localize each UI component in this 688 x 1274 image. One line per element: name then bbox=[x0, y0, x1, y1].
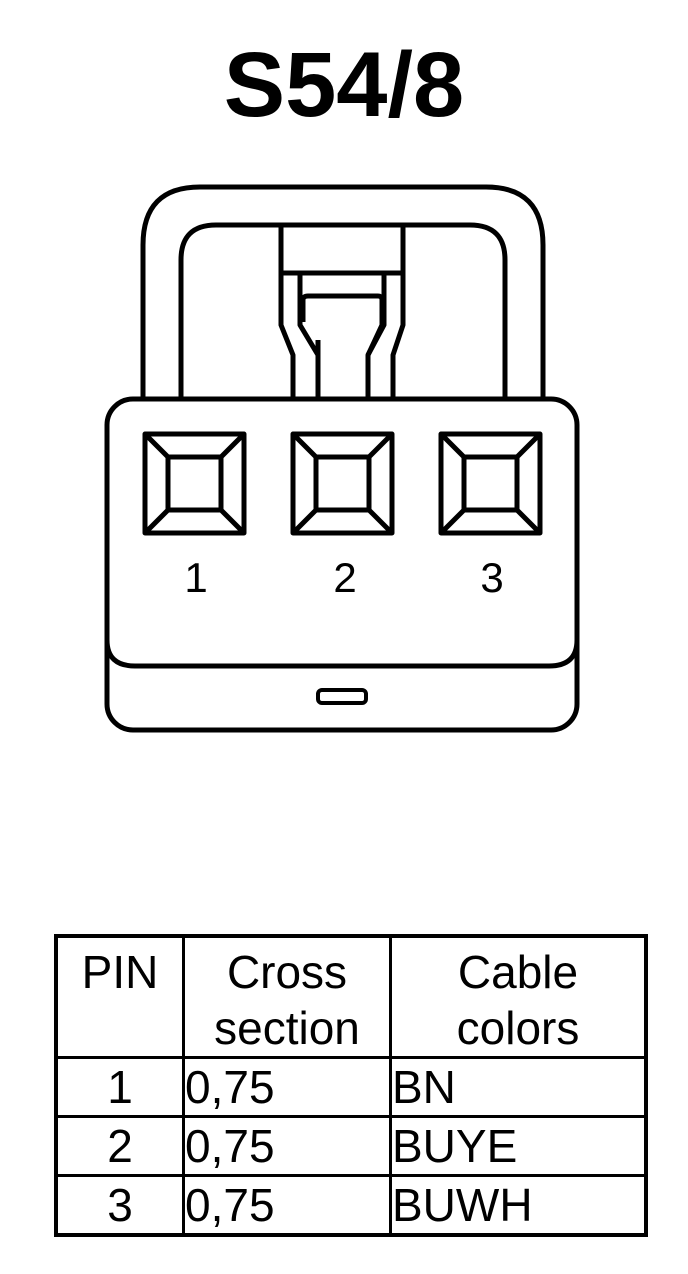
pin-cavity-3 bbox=[438, 431, 543, 536]
latch-frame-outer bbox=[140, 184, 546, 400]
pin-label-1: 1 bbox=[184, 554, 207, 601]
latch-frame-inner bbox=[178, 222, 508, 400]
cell-cross-section: 0,75 bbox=[182, 1056, 392, 1118]
header-cable-colors: Cable colors bbox=[389, 934, 648, 1059]
cell-cable-color: BN bbox=[389, 1056, 648, 1118]
pin-label-2: 2 bbox=[333, 554, 356, 601]
table-header-row: PIN Cross section Cable colors bbox=[54, 934, 648, 1059]
locking-slot bbox=[316, 688, 368, 705]
cell-cross-section: 0,75 bbox=[182, 1174, 392, 1237]
header-pin: PIN bbox=[54, 934, 185, 1059]
connector-title: S54/8 bbox=[223, 34, 465, 136]
cell-pin: 2 bbox=[54, 1115, 185, 1177]
table-row: 1 0,75 BN bbox=[54, 1056, 648, 1118]
table-row: 2 0,75 BUYE bbox=[54, 1115, 648, 1177]
cell-pin: 1 bbox=[54, 1056, 185, 1118]
header-cable-colors-line-2: colors bbox=[456, 1002, 580, 1054]
connector-diagram: 1 2 3 bbox=[104, 184, 580, 733]
cell-cable-color: BUYE bbox=[389, 1115, 648, 1177]
pin-cavity-1 bbox=[142, 431, 247, 536]
housing-lower-shell bbox=[104, 639, 580, 669]
table-row: 3 0,75 BUWH bbox=[54, 1174, 648, 1237]
cell-cross-section: 0,75 bbox=[182, 1115, 392, 1177]
housing-body bbox=[104, 396, 580, 733]
header-cross-section-line-2: section bbox=[214, 1002, 360, 1054]
header-cross-section-line-1: Cross bbox=[226, 946, 348, 998]
header-cable-colors-line-1: Cable bbox=[457, 946, 579, 998]
cell-pin: 3 bbox=[54, 1174, 185, 1237]
pin-label-3: 3 bbox=[480, 554, 503, 601]
pin-assignment-table: PIN Cross section Cable colors 1 0,75 BN… bbox=[54, 934, 648, 1237]
pin-cavity-2 bbox=[290, 431, 395, 536]
cell-cable-color: BUWH bbox=[389, 1174, 648, 1237]
header-cross-section: Cross section bbox=[182, 934, 392, 1059]
